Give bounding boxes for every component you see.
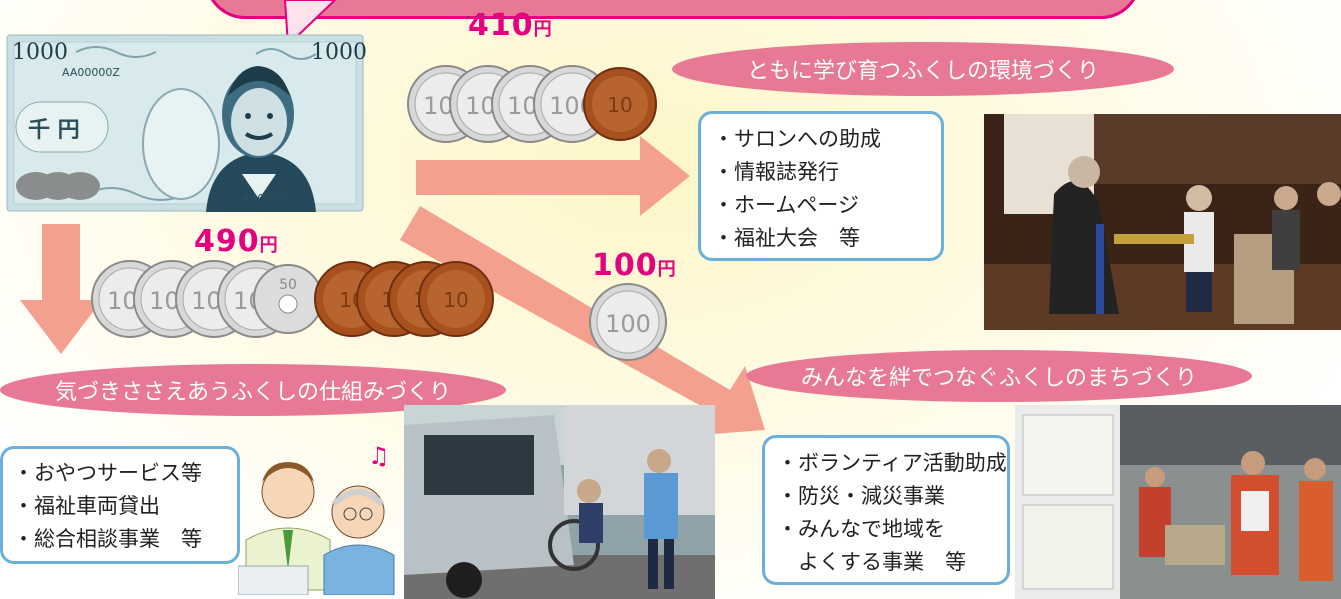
banknote-serial-top: AA00000Z xyxy=(62,66,120,79)
items-box-left: ・おやつサービス等 ・福祉車両貸出 ・総合相談事業 等 xyxy=(0,446,240,564)
banknote-denomination-right: 1000 xyxy=(311,40,367,65)
coins-left: 100 100 100 100 50 10 10 10 10 xyxy=(91,260,494,338)
item-middle-3: ・みんなで地域を xyxy=(777,517,945,541)
coin-50: 50 xyxy=(253,264,323,334)
item-top-4: ・福祉大会 等 xyxy=(713,226,860,250)
amount-left-value: 490 xyxy=(194,224,260,259)
item-middle-2: ・防災・減災事業 xyxy=(777,484,945,508)
banner-pointer xyxy=(283,0,337,48)
music-note-icon: ♫ xyxy=(368,442,390,470)
banknote-kanji: 千 円 xyxy=(28,118,80,143)
amount-top-unit: 円 xyxy=(533,19,553,40)
item-top-2: ・情報誌発行 xyxy=(713,160,839,184)
item-left-2: ・福祉車両貸出 xyxy=(13,494,160,518)
amount-middle: 100円 xyxy=(592,248,677,283)
amount-middle-unit: 円 xyxy=(657,259,677,280)
item-left-1: ・おやつサービス等 xyxy=(13,461,202,485)
item-left-3: ・総合相談事業 等 xyxy=(13,527,202,551)
banknote-illustration xyxy=(6,34,364,212)
arrow-right xyxy=(416,136,690,216)
arrow-down xyxy=(20,224,102,354)
items-box-middle: ・ボランティア活動助成 ・防災・減災事業 ・みんなで地域を よくする事業 等 xyxy=(762,435,1010,585)
coin-10-1-label: 10 xyxy=(607,93,632,117)
coin-50-label: 50 xyxy=(279,277,297,293)
photo-vehicle xyxy=(404,405,715,599)
category-left-title: 気づきささえあうふくしの仕組みづくり xyxy=(0,364,506,416)
category-middle-title: みんなを絆でつなぐふくしのまちづくり xyxy=(746,350,1252,402)
amount-top-value: 410 xyxy=(468,8,534,43)
arrow-diagonal xyxy=(400,206,765,435)
photo-community xyxy=(1015,405,1341,599)
illustration-consultation: ♫ xyxy=(237,440,416,596)
item-top-1: ・サロンへの助成 xyxy=(713,127,881,151)
amount-middle-value: 100 xyxy=(592,248,658,283)
items-box-top: ・サロンへの助成 ・情報誌発行 ・ホームページ ・福祉大会 等 xyxy=(698,111,944,261)
coin-10-d: 10 xyxy=(418,261,494,337)
coin-100-single-label: 100 xyxy=(605,310,651,338)
coin-100-single: 100 xyxy=(589,283,667,361)
banknote-denomination-left: 1000 xyxy=(12,40,68,65)
banknote-serial-bottom: AA00000Z xyxy=(242,192,300,205)
amount-left: 490円 xyxy=(194,224,279,259)
category-top-title: ともに学び育つふくしの環境づくり xyxy=(672,42,1174,96)
item-top-3: ・ホームページ xyxy=(713,193,859,217)
amount-left-unit: 円 xyxy=(259,235,279,256)
coins-middle: 100 xyxy=(589,283,667,361)
item-middle-1: ・ボランティア活動助成 xyxy=(777,451,1007,475)
item-middle-4: よくする事業 等 xyxy=(777,550,966,574)
photo-ceremony xyxy=(984,114,1341,330)
banknote: 1000 1000 AA00000Z AA00000Z 千 円 xyxy=(6,34,367,212)
amount-top: 410円 xyxy=(468,8,553,43)
coin-10-d-label: 10 xyxy=(443,288,468,312)
coins-top: 100 100 100 100 10 xyxy=(407,65,657,143)
coin-10-1: 10 xyxy=(583,67,657,141)
